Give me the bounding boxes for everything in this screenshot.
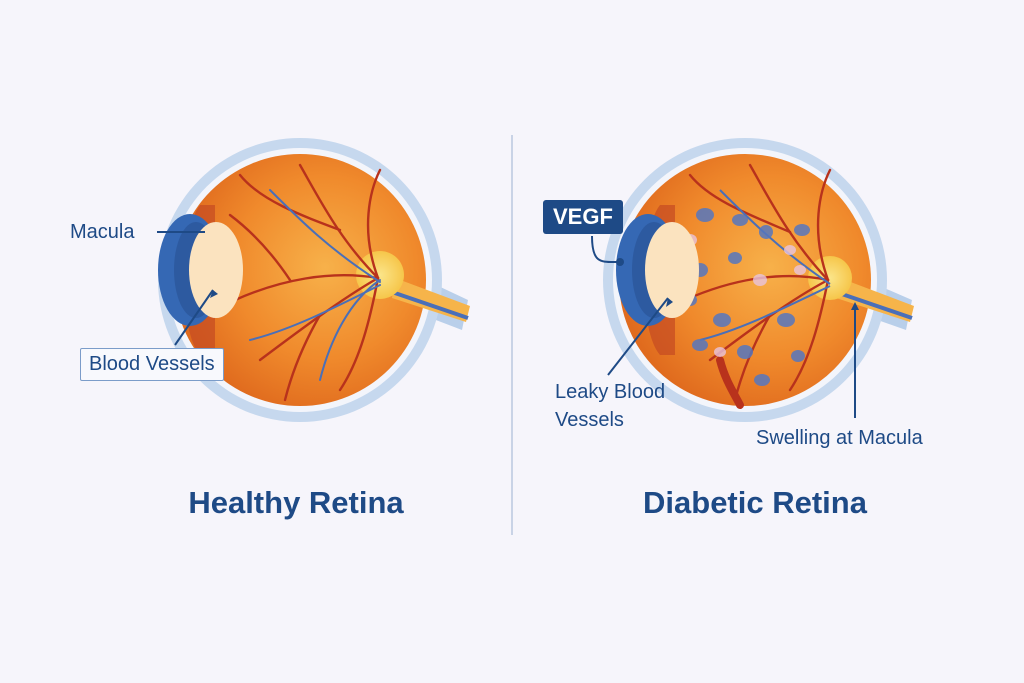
vegf-badge: VEGF — [543, 200, 623, 234]
diabetic-eye — [591, 138, 914, 422]
macula-label: Macula — [70, 221, 135, 243]
leaky-blood-vessels-label: Leaky Blood Vessels — [555, 378, 665, 434]
healthy-retina-title: Healthy Retina — [188, 485, 404, 520]
swelling-at-macula-label: Swelling at Macula — [756, 427, 923, 449]
blood-vessels-label: Blood Vessels — [80, 348, 224, 381]
leaky-label-line2: Vessels — [555, 409, 624, 431]
panel-divider — [511, 135, 513, 535]
healthy-eye — [157, 138, 470, 422]
diabetic-retina-title: Diabetic Retina — [643, 485, 867, 520]
leaky-label-line1: Leaky Blood — [555, 381, 666, 403]
